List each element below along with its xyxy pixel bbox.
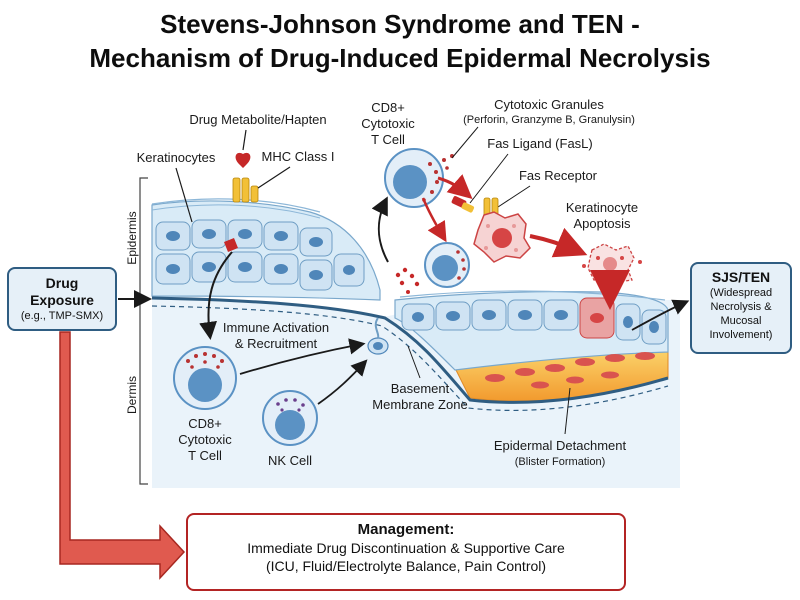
nk-cell-label: NK Cell [268, 453, 312, 468]
cd8-bottom-line3: T Cell [188, 448, 222, 463]
mhc-complex [232, 177, 259, 203]
basement-membrane [151, 296, 669, 404]
cd8-top-line3: T Cell [371, 132, 405, 147]
detachment-line2: (Blister Formation) [515, 456, 605, 468]
skin-tissue [151, 198, 680, 488]
title-line-2: Mechanism of Drug-Induced Epidermal Necr… [89, 43, 711, 73]
management-line2: Immediate Drug Discontinuation & Support… [247, 540, 565, 556]
fasl-label: Fas Ligand (FasL) [487, 136, 593, 151]
fas-receptor-label: Fas Receptor [519, 168, 598, 183]
dermis-label: Dermis [125, 376, 139, 414]
sjs-box-line3: Necrolysis & [710, 301, 772, 313]
target-keratinocyte [473, 211, 531, 263]
management-flow-arrow [59, 331, 186, 580]
apoptotic-keratinocyte [582, 243, 642, 283]
management-title: Management: [357, 521, 455, 538]
cd8-t-cell-small [424, 242, 470, 288]
drug-box-line3: (e.g., TMP-SMX) [20, 310, 104, 322]
sjs-ten-box: SJS/TEN (Widespread Necrolysis & Mucosal… [690, 262, 792, 354]
drug-hapten-icon [235, 152, 251, 168]
drug-metabolite-label: Drug Metabolite/Hapten [189, 112, 326, 127]
apoptosis-line2: Apoptosis [573, 216, 631, 231]
intracellular-drug-icon [224, 238, 238, 252]
sjs-box-line4: Mucosal [720, 315, 762, 327]
epidermis-label: Epidermis [125, 211, 139, 264]
keratinocytes-label: Keratinocytes [137, 150, 216, 165]
drug-exposure-box: Drug Exposure (e.g., TMP-SMX) [7, 267, 117, 331]
cd8-top-line1: CD8+ [371, 100, 405, 115]
immune-activation-line1: Immune Activation [223, 320, 329, 335]
drug-box-line1: Drug [45, 275, 79, 291]
management-box: Management: Immediate Drug Discontinuati… [186, 513, 626, 591]
detachment-line1: Epidermal Detachment [494, 438, 627, 453]
sjs-box-line2: (Widespread [709, 287, 773, 299]
cd8-top-line2: Cytotoxic [361, 116, 415, 131]
sjs-box-line1: SJS/TEN [711, 269, 771, 285]
management-line3: (ICU, Fluid/Electrolyte Balance, Pain Co… [265, 558, 547, 574]
nk-cell [262, 390, 318, 446]
sjs-box-line5: Involvement) [709, 329, 773, 341]
fas-ligand-icon [451, 196, 475, 213]
title-line-1: Stevens-Johnson Syndrome and TEN - [160, 9, 640, 39]
basement-line1: Basement [391, 381, 450, 396]
granules-line1: Cytotoxic Granules [494, 97, 604, 112]
basement-line2: Membrane Zone [372, 397, 467, 412]
cd8-bottom-line1: CD8+ [188, 416, 222, 431]
cd8-t-cell-dermis [173, 346, 237, 410]
immune-activation-line2: & Recruitment [235, 336, 318, 351]
cd8-bottom-line2: Cytotoxic [178, 432, 232, 447]
cd8-t-cell-epidermis [384, 148, 454, 208]
layer-bracket [139, 177, 148, 485]
apoptosis-line1: Keratinocyte [566, 200, 638, 215]
drug-box-line2: Exposure [30, 292, 94, 308]
mhc-label: MHC Class I [262, 149, 335, 164]
granules-line2: (Perforin, Granzyme B, Granulysin) [463, 114, 635, 126]
